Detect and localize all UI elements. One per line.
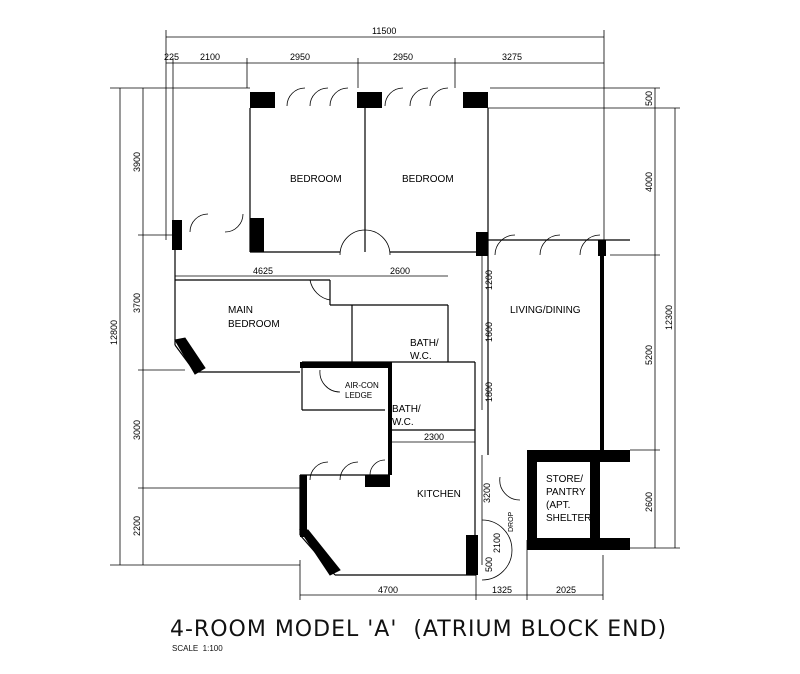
room-label-store-2: PANTRY: [546, 487, 586, 498]
dim-top: 3275: [502, 52, 522, 62]
door-swings: [189, 87, 601, 581]
room-label-kitchen: KITCHEN: [417, 489, 461, 500]
room-label-store-3: (APT.: [546, 500, 570, 511]
dim-left: 3700: [132, 293, 142, 313]
dim-right: 2600: [644, 492, 654, 512]
room-label-bath-2b: W.C.: [392, 417, 414, 428]
dim-inner-v: 1200: [484, 270, 494, 290]
dim-top: 2950: [393, 52, 413, 62]
room-label-bath-1b: W.C.: [410, 351, 432, 362]
room-label-living: LIVING/DINING: [510, 305, 581, 316]
dim-left: 3900: [132, 152, 142, 172]
room-label-bath-1a: BATH/: [410, 338, 439, 349]
dim-left: 2200: [132, 516, 142, 536]
plan-scale: SCALE 1:100: [172, 644, 223, 653]
room-label-bedroom-2: BEDROOM: [402, 174, 454, 185]
dim-top: 2950: [290, 52, 310, 62]
room-label-store-1: STORE/: [546, 474, 583, 485]
room-label-bedroom-1: BEDROOM: [290, 174, 342, 185]
dim-inner-h: 4625: [253, 266, 273, 276]
dim-bottom: 2025: [556, 585, 576, 595]
dim-inner-h: 2600: [390, 266, 410, 276]
plan-title: 4-ROOM MODEL 'A' (ATRIUM BLOCK END): [170, 617, 667, 642]
dim-inner-v: 2100: [492, 533, 502, 553]
dim-left-total: 12800: [109, 320, 119, 345]
dim-top-total: 11500: [372, 26, 396, 36]
dim-inner-v: 3200: [482, 483, 492, 503]
drop-label: DROP: [508, 511, 515, 532]
room-label-store-4: SHELTER): [546, 513, 595, 524]
dim-bottom: 4700: [378, 585, 398, 595]
room-label-main-1: MAIN: [228, 305, 253, 316]
room-label-aircon-2: LEDGE: [345, 391, 372, 400]
dim-right-total: 12300: [664, 305, 674, 330]
room-label-bath-2a: BATH/: [392, 404, 421, 415]
dim-right: 5200: [644, 345, 654, 365]
dim-right: 4000: [644, 172, 654, 192]
solid-columns: [172, 92, 630, 576]
dim-inner-v: 500: [484, 557, 494, 572]
dim-top: 225: [164, 52, 179, 62]
dim-inner-h: 2300: [424, 432, 444, 442]
dimension-lines: [110, 30, 680, 600]
room-label-main-2: BEDROOM: [228, 319, 280, 330]
dim-inner-v: 1800: [484, 382, 494, 402]
dim-bottom: 1325: [492, 585, 512, 595]
dim-top: 2100: [200, 52, 220, 62]
dim-left: 3000: [132, 420, 142, 440]
room-label-aircon-1: AIR-CON: [345, 381, 379, 390]
dim-right: 500: [644, 91, 654, 106]
dim-inner-v: 1600: [484, 322, 494, 342]
